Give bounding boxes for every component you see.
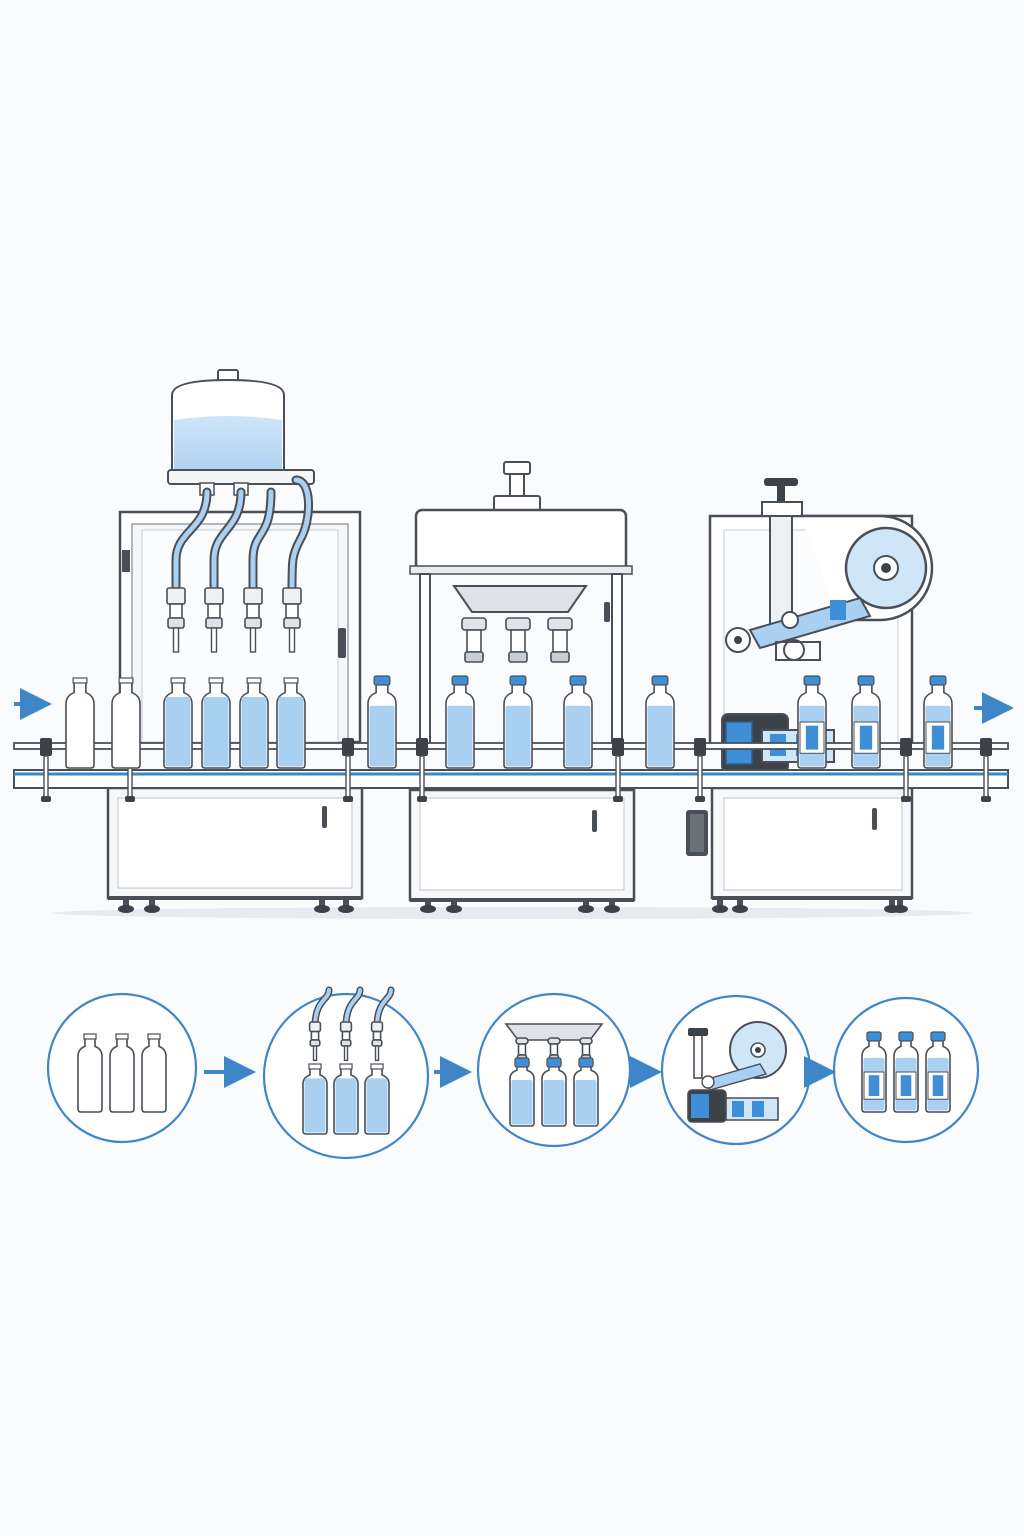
nozzle-icon [204, 587, 224, 653]
filling-hose [342, 986, 364, 1030]
machine-feet [118, 900, 908, 913]
machine-foot [604, 900, 620, 913]
conveyor-bracket [342, 738, 354, 802]
machine-foot [446, 900, 462, 913]
machine-foot [420, 900, 436, 913]
bottle-icon [302, 1063, 328, 1135]
bottle-icon [239, 677, 269, 769]
nozzle-icon [308, 1021, 322, 1062]
machine-foot [144, 900, 160, 913]
capping-head-icon [461, 617, 487, 663]
bottle-icon [563, 675, 593, 769]
filling-hose [373, 986, 395, 1030]
capping-heads [461, 617, 573, 663]
process-step-circle [660, 994, 812, 1146]
conveyor-bracket [612, 738, 624, 802]
bottle-icon [276, 677, 306, 769]
liquid-tank [167, 369, 315, 496]
bottle-icon [364, 1063, 390, 1135]
bottle-icon [333, 1063, 359, 1135]
nozzle-icon [282, 587, 302, 653]
machine-foot [118, 900, 134, 913]
conveyor-bracket [694, 738, 706, 802]
bottle-icon [509, 1057, 535, 1127]
conveyor-bracket [900, 738, 912, 802]
bottle-icon [65, 677, 95, 769]
bottle-icon [573, 1057, 599, 1127]
bottle-icon [201, 677, 231, 769]
machine-foot [578, 900, 594, 913]
bottle-icon [925, 1031, 951, 1113]
machine-foot [314, 900, 330, 913]
capping-head-icon [579, 1037, 593, 1061]
filling-hose [311, 986, 333, 1030]
capping-head-housing [414, 508, 628, 572]
machine-foot [712, 900, 728, 913]
machine-foot [732, 900, 748, 913]
bottle-icon [923, 675, 953, 769]
bottle-icon [367, 675, 397, 769]
bottle-icon [163, 677, 193, 769]
bottle-icon [77, 1033, 103, 1113]
floor-shadow [52, 907, 972, 919]
conveyor-bracket [980, 738, 992, 802]
bottle-icon [109, 1033, 135, 1113]
nozzle-icon [370, 1021, 384, 1062]
bottle-icon [645, 675, 675, 769]
nozzle-icon [243, 587, 263, 653]
nozzle-icon [166, 587, 186, 653]
bottles-on-line [65, 675, 953, 769]
nozzle-icon [339, 1021, 353, 1062]
capping-machine [408, 461, 636, 902]
bottle-icon [503, 675, 533, 769]
machine-foot [892, 900, 908, 913]
process-steps [46, 986, 980, 1160]
machine-foot [338, 900, 354, 913]
bottle-icon [893, 1031, 919, 1113]
conveyor-bracket [40, 738, 52, 802]
conveyor-bracket [416, 738, 428, 802]
bottle-icon [141, 1033, 167, 1113]
bottle-icon [445, 675, 475, 769]
filling-nozzles [166, 587, 302, 653]
bottle-icon [851, 675, 881, 769]
capping-head-icon [515, 1037, 529, 1061]
bottle-icon [861, 1031, 887, 1113]
capping-head-icon [547, 1037, 561, 1061]
filling-machine [106, 369, 364, 900]
bottle-icon [541, 1057, 567, 1127]
bottle-icon [111, 677, 141, 769]
capping-head-icon [547, 617, 573, 663]
bottle-icon [797, 675, 827, 769]
labeling-step-art [687, 1021, 787, 1123]
capping-head-icon [505, 617, 531, 663]
